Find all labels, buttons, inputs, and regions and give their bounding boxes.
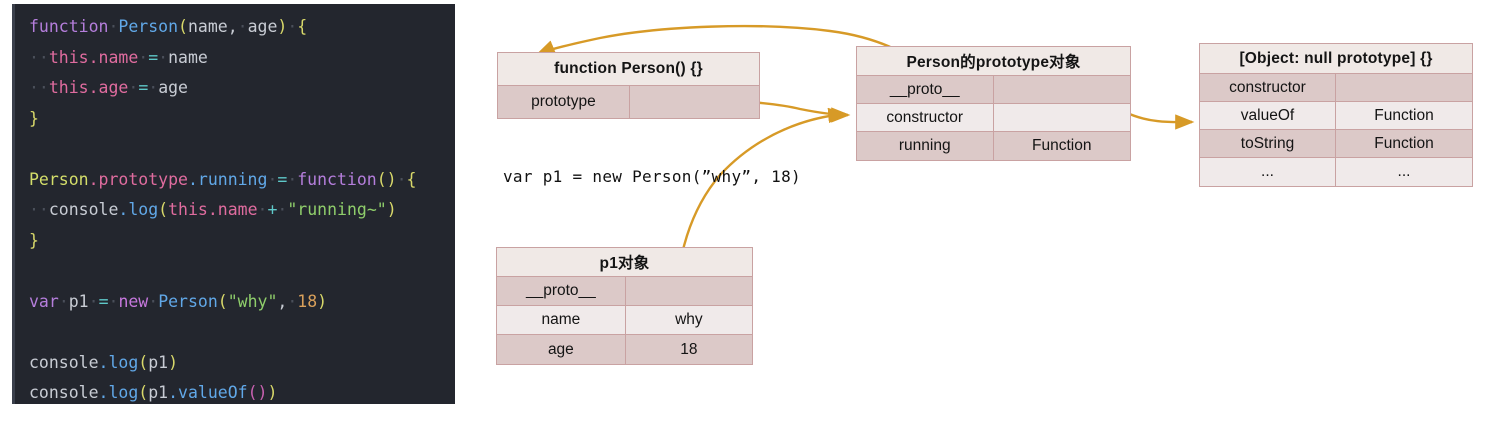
row-value: ...	[1397, 163, 1411, 180]
table-function-person[interactable]: function Person() {} prototype	[497, 52, 760, 119]
row-key: ...	[1200, 158, 1336, 186]
row-value	[994, 76, 1131, 103]
table-title: [Object: null prototype] {}	[1200, 44, 1472, 74]
table-p1-object[interactable]: p1对象 __proto__ name why age 18	[496, 247, 753, 365]
table-row[interactable]: __proto__	[497, 277, 752, 306]
table-row[interactable]: valueOf Function	[1200, 102, 1472, 130]
code-line-7: ··console.log(this.name·+·"running~")	[29, 200, 397, 219]
row-key: prototype	[498, 86, 630, 118]
code-line-2: ··this.name·=·name	[29, 47, 208, 67]
table-row[interactable]: age 18	[497, 335, 752, 364]
table-row[interactable]: prototype	[498, 86, 759, 118]
row-key: toString	[1200, 130, 1336, 157]
row-value: Function	[1374, 106, 1434, 124]
code-editor-panel[interactable]: function·Person(name,·age)·{ ··this.name…	[12, 4, 455, 404]
table-row[interactable]: ... ...	[1200, 158, 1472, 186]
table-object-null-prototype[interactable]: [Object: null prototype] {} constructor …	[1199, 43, 1473, 187]
table-row[interactable]: __proto__	[857, 76, 1130, 104]
row-key: valueOf	[1200, 102, 1336, 129]
table-row[interactable]: constructor	[1200, 74, 1472, 102]
table-person-prototype[interactable]: Person的prototype对象 __proto__ constructor…	[856, 46, 1131, 161]
row-key: __proto__	[497, 277, 626, 305]
row-value: why	[675, 311, 703, 328]
row-key: __proto__	[857, 76, 994, 103]
row-key: constructor	[857, 104, 994, 131]
row-value: 18	[680, 340, 698, 358]
code-line-9-blank	[15, 256, 455, 287]
table-row[interactable]: running Function	[857, 132, 1130, 160]
table-title: function Person() {}	[498, 53, 759, 86]
row-value	[626, 277, 752, 305]
row-key: name	[497, 306, 626, 334]
row-value	[994, 104, 1131, 131]
code-line-13: console.log(p1.valueOf())	[29, 383, 278, 402]
table-row[interactable]: constructor	[857, 104, 1130, 132]
code-line-4: }	[29, 108, 39, 128]
row-key: age	[497, 335, 626, 364]
code-line-6: Person.prototype.running·=·function()·{	[29, 169, 417, 189]
table-row[interactable]: toString Function	[1200, 130, 1472, 158]
row-value: Function	[1374, 134, 1434, 152]
table-title: p1对象	[497, 248, 752, 277]
code-line-8: }	[29, 230, 39, 250]
row-value: Function	[1032, 137, 1092, 154]
code-line-11-blank	[15, 317, 455, 348]
row-key: running	[857, 132, 994, 160]
code-line-1: function·Person(name,·age)·{	[29, 17, 308, 36]
table-title: Person的prototype对象	[857, 47, 1130, 76]
row-value	[630, 86, 759, 118]
row-value	[1336, 74, 1472, 101]
table-row[interactable]: name why	[497, 306, 752, 335]
code-line-12: console.log(p1)	[29, 352, 179, 372]
code-line-3: ··this.age·=·age	[29, 78, 188, 97]
row-key: constructor	[1200, 74, 1336, 101]
code-line-10: var·p1·=·new·Person("why",·18)	[29, 291, 328, 311]
caption-var-p1: var p1 = new Person(”why”, 18)	[503, 167, 801, 186]
code-line-5-blank	[15, 134, 455, 165]
